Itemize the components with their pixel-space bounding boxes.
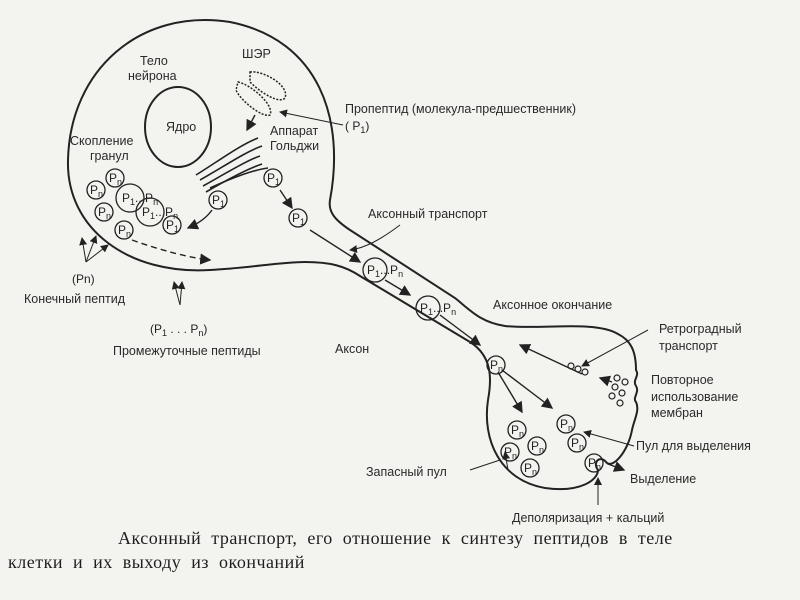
label-p1-pn-range: (P1 . . . Pn) xyxy=(150,322,207,338)
rough-er xyxy=(235,71,287,116)
label-golgi-2: Гольджи xyxy=(270,139,319,153)
svg-text:P1: P1 xyxy=(212,193,225,209)
svg-text:Pn: Pn xyxy=(98,205,111,221)
granule-labels: Pn Pn Pn Pn P1...Pn P1...Pn P1 P1 P1 P1 … xyxy=(90,171,601,477)
transport-arrows xyxy=(131,114,626,472)
svg-text:P1...Pn: P1...Pn xyxy=(122,191,158,207)
label-membrane-reuse-3: мембран xyxy=(651,406,703,420)
label-axon-terminal: Аксонное окончание xyxy=(493,298,612,312)
svg-text:Pn: Pn xyxy=(90,183,103,199)
svg-text:Pn: Pn xyxy=(490,358,503,374)
neuron-outline xyxy=(66,19,639,491)
label-golgi-1: Аппарат xyxy=(270,124,318,138)
label-retrograde-2: транспорт xyxy=(659,339,718,353)
granules xyxy=(86,168,604,478)
label-granule-cluster-1: Скопление xyxy=(70,134,133,148)
label-reserve-pool: Запасный пул xyxy=(366,465,447,479)
svg-text:Pn: Pn xyxy=(511,423,524,439)
svg-text:P1: P1 xyxy=(267,171,280,187)
label-axonal-transport: Аксонный транспорт xyxy=(368,207,488,221)
nucleus xyxy=(144,86,212,168)
label-nucleus: Ядро xyxy=(166,120,196,134)
svg-text:Pn: Pn xyxy=(571,436,584,452)
leader-lines xyxy=(79,109,649,505)
label-soma-1: Тело xyxy=(140,54,168,68)
svg-text:Pn: Pn xyxy=(588,456,601,472)
svg-text:Pn: Pn xyxy=(531,439,544,455)
svg-text:Pn: Pn xyxy=(504,445,517,461)
label-axon: Аксон xyxy=(335,342,369,356)
label-soma-2: нейрона xyxy=(128,69,177,83)
label-pn: (Pn) xyxy=(72,272,95,286)
svg-text:P1: P1 xyxy=(166,218,179,234)
label-membrane-reuse-2: использование xyxy=(651,390,738,404)
label-intermediate-peptides: Промежуточные пептиды xyxy=(113,344,261,358)
caption-line-2: клетки и их выходу из окончаний xyxy=(8,552,305,572)
label-propeptide: Пропептид (молекула-предшественник) xyxy=(345,102,576,116)
label-p1: ( P1) xyxy=(345,119,369,135)
svg-text:Pn: Pn xyxy=(118,223,131,239)
label-membrane-reuse-1: Повторное xyxy=(651,373,714,387)
label-retrograde-1: Ретроградный xyxy=(659,322,742,336)
granule-pn: Pn xyxy=(109,171,122,187)
label-final-peptide: Конечный пептид xyxy=(24,292,126,306)
svg-text:P1...Pn: P1...Pn xyxy=(142,205,178,221)
label-depolarization: Деполяризация + кальций xyxy=(512,511,664,525)
label-granule-cluster-2: гранул xyxy=(90,149,129,163)
caption-line-1: Аксонный транспорт, его отношение к синт… xyxy=(118,528,673,548)
label-release: Выделение xyxy=(630,472,696,486)
svg-text:Pn: Pn xyxy=(524,461,537,477)
label-rer: ШЭР xyxy=(242,47,271,61)
recycled-vesicles xyxy=(567,362,629,407)
svg-text:P1: P1 xyxy=(292,211,305,227)
golgi-apparatus xyxy=(195,137,269,193)
svg-text:P1...Pn: P1...Pn xyxy=(367,263,403,279)
svg-text:P1...Pn: P1...Pn xyxy=(420,301,456,317)
svg-text:Pn: Pn xyxy=(560,417,573,433)
label-release-pool: Пул для выделения xyxy=(636,439,751,453)
